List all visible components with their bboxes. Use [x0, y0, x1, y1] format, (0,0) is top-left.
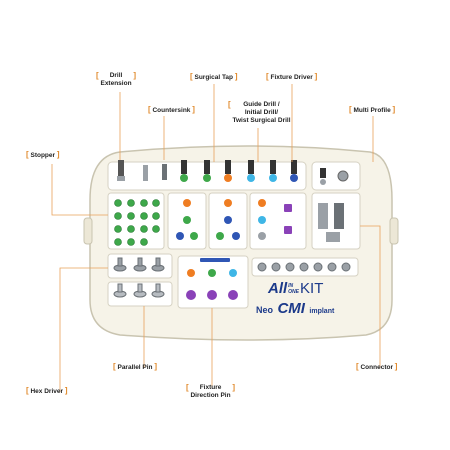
callout-connector: [ Connector ]: [356, 363, 397, 372]
logo-one: ONE: [288, 289, 300, 296]
bracket-right-icon: ]: [394, 362, 398, 371]
bracket-left-icon: [: [148, 105, 151, 114]
top-drills: [117, 160, 349, 185]
callout-hex-driver: [ Hex Driver ]: [26, 387, 68, 396]
drill-4: [203, 160, 211, 182]
bracket-right-icon: ]: [56, 150, 60, 159]
direction-pins: [186, 269, 238, 300]
bracket-left-icon: [: [190, 72, 193, 81]
callout-countersink-label: Countersink: [152, 107, 191, 114]
parallel-pins: [113, 283, 165, 298]
drill-1: [143, 165, 148, 181]
callout-multi-profile-label: Multi Profile: [353, 107, 391, 114]
callout-guide-drill-label: Guide Drill / Initial Drill/ Twist Surgi…: [232, 101, 291, 124]
neo-cmi-implant-logo: Neo CMI implant: [256, 300, 334, 318]
bracket-left-icon: [: [96, 71, 99, 80]
drill-6: [247, 160, 255, 182]
callout-fixture-direction-pin-label: Fixture Direction Pin: [190, 384, 231, 399]
logo-in: IN: [288, 283, 294, 290]
logo-implant: implant: [309, 308, 335, 315]
stopper-panel: [107, 192, 165, 250]
multi-profile-tool-2: [337, 170, 349, 182]
callout-multi-profile: [ Multi Profile ]: [349, 106, 395, 115]
bracket-right-icon: ]: [234, 72, 238, 81]
bracket-left-icon: [: [356, 362, 359, 371]
multi-profile-tool-1: [320, 168, 326, 185]
callout-fixture-direction-pin: [ Fixture Direction Pin ]: [186, 384, 235, 400]
bracket-right-icon: ]: [232, 383, 236, 392]
drill-extension: [117, 160, 125, 181]
callout-surgical-tap: [ Surgical Tap ]: [190, 73, 238, 82]
countersinks: [176, 199, 198, 240]
callout-drill-extension-label: Drill Extension: [100, 72, 132, 87]
callout-fixture-driver-label: Fixture Driver: [270, 74, 313, 81]
callout-guide-drill: [ Guide Drill / Initial Drill/ Twist Sur…: [228, 101, 291, 125]
callout-parallel-pin: [ Parallel Pin ]: [113, 363, 157, 372]
multi-profiles: [318, 203, 344, 242]
bracket-left-icon: [: [113, 362, 116, 371]
tray-handle-right: [389, 217, 399, 245]
drill-8: [290, 160, 298, 182]
logo-cmi: CMI: [277, 300, 305, 317]
bracket-left-icon: [: [26, 150, 29, 159]
hex-drivers: [113, 257, 165, 272]
logo-neo: Neo: [256, 305, 274, 315]
bracket-right-icon: ]: [64, 386, 68, 395]
tray-handle-left: [83, 217, 93, 245]
callout-hex-driver-label: Hex Driver: [30, 388, 64, 395]
bracket-right-icon: ]: [133, 71, 137, 80]
bracket-left-icon: [: [186, 383, 189, 392]
connectors: [257, 262, 351, 272]
drill-3: [180, 160, 188, 182]
logo-all: All: [268, 280, 288, 297]
bracket-left-icon: [: [266, 72, 269, 81]
drill-5: [224, 160, 232, 182]
surgical-taps: [216, 199, 240, 240]
drill-2: [162, 164, 167, 180]
bracket-right-icon: ]: [192, 105, 195, 114]
bracket-right-icon: ]: [314, 72, 318, 81]
bracket-right-icon: ]: [154, 362, 158, 371]
logo-kit: KIT: [300, 280, 324, 297]
bracket-left-icon: [: [349, 105, 352, 114]
callout-countersink: [ Countersink ]: [148, 106, 195, 115]
drill-7: [269, 160, 277, 182]
bracket-left-icon: [: [26, 386, 29, 395]
stoppers: [114, 199, 160, 246]
callout-surgical-tap-label: Surgical Tap: [194, 74, 234, 81]
panel-header-blue: [200, 258, 230, 262]
callout-drill-extension: [ Drill Extension ]: [96, 72, 136, 88]
callout-stopper: [ Stopper ]: [26, 151, 60, 160]
bracket-left-icon: [: [228, 100, 231, 109]
fixture-drivers: [258, 199, 292, 240]
callout-fixture-driver: [ Fixture Driver ]: [266, 73, 317, 82]
callout-parallel-pin-label: Parallel Pin: [117, 364, 153, 371]
callout-stopper-label: Stopper: [30, 152, 56, 159]
bracket-right-icon: ]: [392, 105, 396, 114]
callout-connector-label: Connector: [360, 364, 393, 371]
